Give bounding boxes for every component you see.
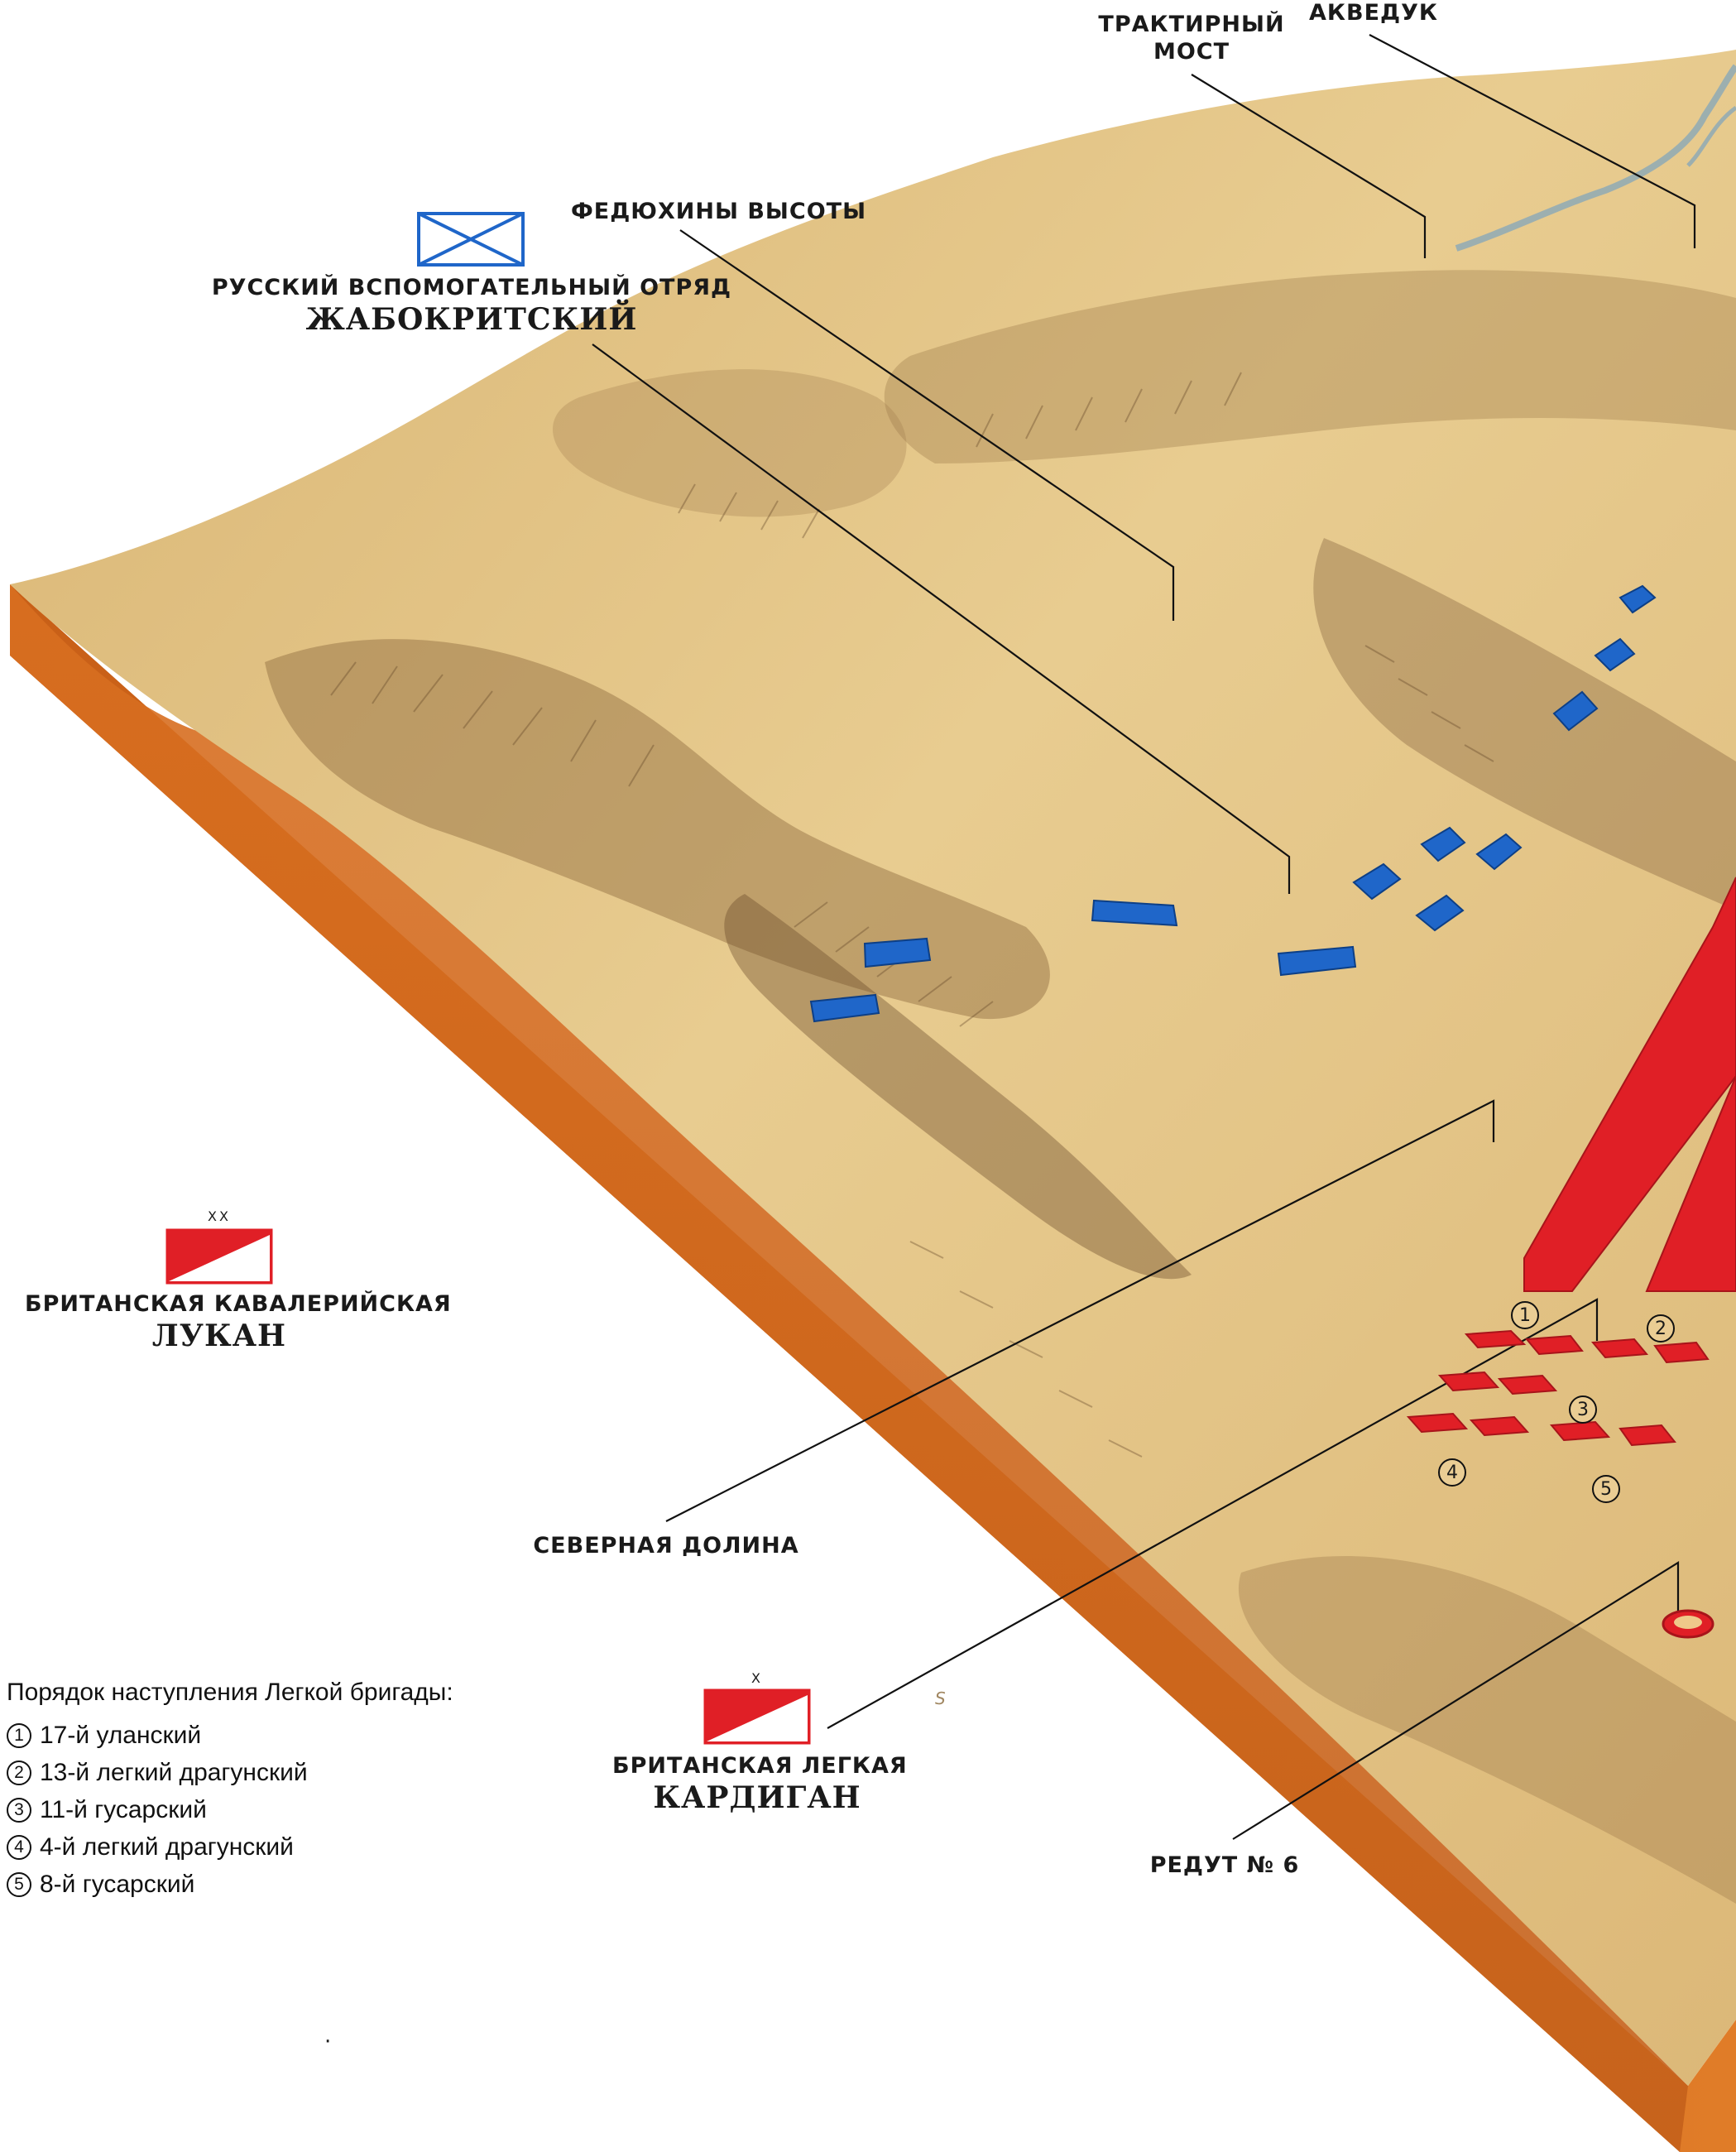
legend-number: 4	[7, 1834, 31, 1860]
label-traktirny-bridge-line2: МОСТ	[1153, 38, 1230, 65]
russian-unit	[1352, 862, 1402, 901]
label-russian-detachment: РУССКИЙ ВСПОМОГАТЕЛЬНЫЙ ОТРЯД ЖАБОКРИТСК…	[207, 275, 736, 339]
terrain-block-side	[10, 584, 1736, 2152]
leader-lines	[592, 34, 1696, 1840]
leader-traktirny-bridge	[1191, 74, 1427, 258]
label-british-light-title: БРИТАНСКАЯ ЛЕГКАЯ	[612, 1753, 908, 1779]
british-unit	[1524, 1334, 1584, 1356]
label-aqueduct: АКВЕДУК	[1309, 0, 1438, 26]
russian-units	[809, 584, 1657, 1023]
russian-unit	[863, 937, 932, 968]
label-traktirny-bridge-line1: ТРАКТИРНЫЙ	[1098, 12, 1285, 37]
russian-unit	[1277, 945, 1357, 977]
redoubt-marker-inner	[1674, 1616, 1702, 1629]
legend-item: 2 13-й легкий драгунский	[7, 1754, 453, 1791]
legend-item: 1 17-й уланский	[7, 1717, 453, 1754]
british-unit	[1469, 1415, 1530, 1437]
russian-unit	[1619, 584, 1657, 614]
stray-mark: S	[935, 1688, 946, 1708]
label-british-cavalry: БРИТАНСКАЯ КАВАЛЕРИЙСКАЯ ЛУКАН	[25, 1291, 452, 1355]
british-unit	[1406, 1412, 1469, 1434]
leader-russian-detachment	[592, 343, 1291, 894]
label-north-valley: СЕВЕРНАЯ ДОЛИНА	[533, 1533, 799, 1559]
unit-number-3: 3	[1569, 1395, 1597, 1424]
label-russian-detachment-title: РУССКИЙ ВСПОМОГАТЕЛЬНЫЙ ОТРЯД	[211, 275, 732, 300]
label-british-cavalry-commander: ЛУКАН	[151, 1318, 287, 1353]
russian-unit	[1420, 826, 1466, 862]
british-unit	[1619, 1424, 1676, 1447]
russian-unit	[1091, 899, 1178, 927]
british-unit	[1464, 1329, 1527, 1349]
british-units	[1406, 877, 1736, 1447]
leader-north-valley	[665, 1099, 1495, 1522]
label-british-cavalry-title: БРИТАНСКАЯ КАВАЛЕРИЙСКАЯ	[25, 1291, 452, 1317]
legend-text: 4-й легкий драгунский	[40, 1833, 294, 1861]
label-russian-detachment-commander: ЖАБОКРИТСКИЙ	[305, 301, 638, 337]
label-redoubt: РЕДУТ № 6	[1149, 1852, 1300, 1878]
legend-number: 5	[7, 1871, 31, 1897]
british-cavalry-echelon: XX	[208, 1208, 231, 1224]
label-traktirny-bridge: ТРАКТИРНЫЙ МОСТ	[1084, 12, 1299, 66]
legend-item: 3 11-й гусарский	[7, 1791, 453, 1828]
british-heavy-column	[1645, 1075, 1736, 1292]
british-cavalry-symbol	[165, 1228, 273, 1285]
legend-number: 1	[7, 1722, 31, 1748]
legend-text: 17-й уланский	[40, 1721, 202, 1749]
russian-unit	[1475, 833, 1523, 871]
russian-unit	[1594, 637, 1636, 672]
british-heavy-column	[1523, 877, 1736, 1292]
russian-unit	[1552, 690, 1599, 732]
british-unit	[1653, 1341, 1710, 1364]
legend-item: 5 8-й гусарский	[7, 1866, 453, 1903]
leader-british-light	[827, 1298, 1599, 1729]
russian-unit	[1415, 894, 1465, 932]
legend: Порядок наступления Легкой бригады: 1 17…	[7, 1679, 453, 1903]
unit-number-2: 2	[1647, 1314, 1675, 1343]
russian-detachment-symbol	[417, 212, 525, 267]
legend-text: 13-й легкий драгунский	[40, 1758, 308, 1786]
legend-text: 8-й гусарский	[40, 1870, 195, 1898]
label-british-light: БРИТАНСКАЯ ЛЕГКАЯ КАРДИГАН	[612, 1753, 908, 1817]
british-unit	[1437, 1371, 1500, 1392]
terrain-surface	[10, 50, 1736, 2086]
legend-number: 3	[7, 1797, 31, 1823]
british-light-symbol	[703, 1688, 811, 1745]
legend-title: Порядок наступления Легкой бригады:	[7, 1679, 453, 1706]
russian-unit	[809, 993, 880, 1023]
label-british-light-commander: КАРДИГАН	[653, 1780, 861, 1815]
legend-item: 4 4-й легкий драгунский	[7, 1828, 453, 1866]
stray-mark: ·	[324, 2030, 332, 2054]
legend-number: 2	[7, 1760, 31, 1785]
unit-number-5: 5	[1592, 1475, 1620, 1503]
unit-number-4: 4	[1438, 1458, 1466, 1487]
british-unit	[1497, 1374, 1558, 1395]
leader-fedyukhin-heights	[679, 229, 1175, 621]
leader-aqueduct	[1369, 34, 1696, 248]
label-fedyukhin-heights: ФЕДЮХИНЫ ВЫСОТЫ	[571, 199, 867, 224]
british-unit	[1590, 1338, 1649, 1359]
legend-text: 11-й гусарский	[40, 1795, 207, 1823]
leader-redoubt	[1232, 1561, 1680, 1840]
british-light-echelon: X	[751, 1670, 763, 1686]
unit-number-1: 1	[1511, 1301, 1539, 1329]
